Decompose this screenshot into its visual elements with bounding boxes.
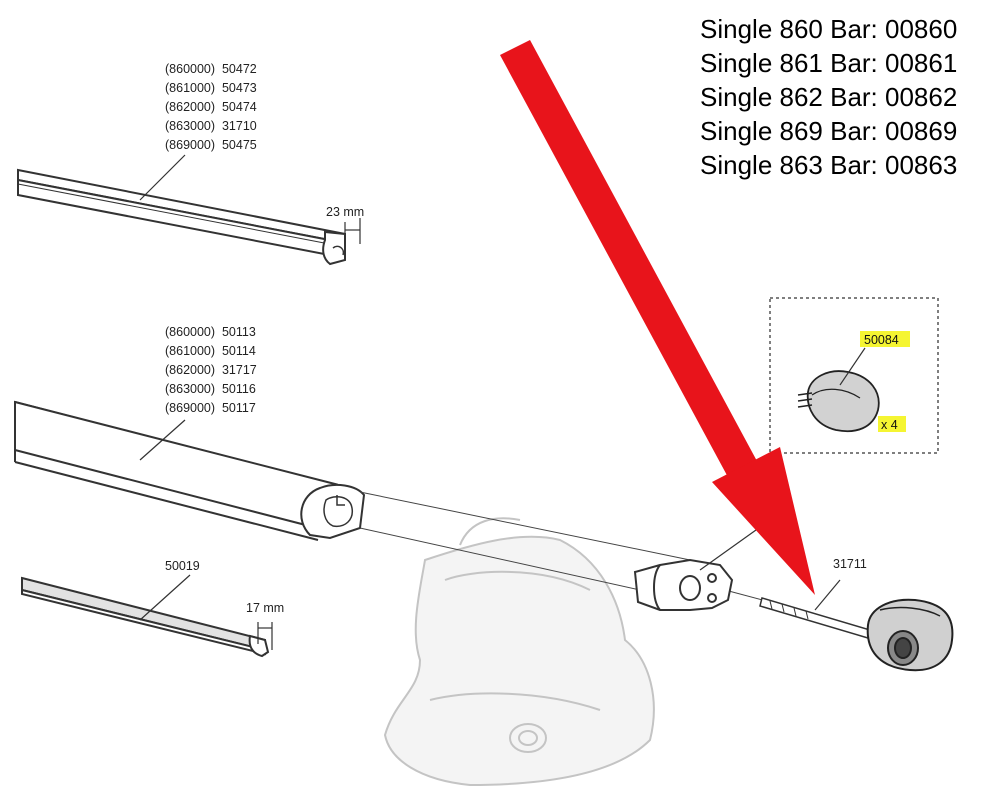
screw — [759, 597, 871, 639]
top-strip-codes: (860000) 50472 (861000) 50473 (862000) 5… — [165, 62, 257, 152]
kit-code-highlight — [860, 331, 910, 347]
main-bar-leader — [139, 419, 186, 461]
main-bar-codes: (860000) 50113 (861000) 50114 (862000) 3… — [165, 325, 257, 415]
small-end-cap — [797, 370, 880, 432]
bar-list-item: Single 863 Bar: 00863 — [700, 150, 957, 180]
part-code: (861000) 50114 — [165, 344, 256, 358]
kit-quantity: x 4 — [881, 418, 898, 432]
part-code: (862000) 31717 — [165, 363, 257, 377]
screw-code: 31711 — [833, 557, 867, 571]
part-code: (861000) 50473 — [165, 81, 257, 95]
top-strip-leader — [139, 154, 186, 201]
top-rubber-strip — [17, 168, 346, 266]
bar-list-item: Single 862 Bar: 00862 — [700, 82, 957, 112]
bar-end-insert — [633, 558, 734, 611]
kit-quantity-highlight — [878, 416, 906, 432]
bar-list-item: Single 869 Bar: 00869 — [700, 116, 957, 146]
part-code: (862000) 50474 — [165, 100, 257, 114]
bottom-strip-width-dimension — [257, 622, 273, 650]
part-code: (869000) 50117 — [165, 401, 256, 415]
bottom-strip-width-label: 17 mm — [246, 601, 284, 615]
part-code: (863000) 31710 — [165, 119, 257, 133]
part-code: (860000) 50472 — [165, 62, 257, 76]
top-strip-width-dimension — [344, 218, 361, 244]
bar-list-item: Single 860 Bar: 00860 — [700, 14, 957, 44]
kit-leader — [839, 347, 866, 386]
bar-list: Single 860 Bar: 00860 Single 861 Bar: 00… — [700, 14, 957, 180]
bottom-strip-code: 50019 — [165, 559, 200, 573]
screw-leader — [814, 579, 841, 611]
top-strip-width-label: 23 mm — [326, 205, 364, 219]
red-arrow — [500, 40, 815, 595]
bar-list-item: Single 861 Bar: 00861 — [700, 48, 957, 78]
main-load-bar — [14, 400, 366, 541]
bottom-strip-leader — [139, 574, 191, 621]
part-code: (863000) 50116 — [165, 382, 256, 396]
roof-rack-foot — [383, 517, 655, 787]
part-code: (869000) 50475 — [165, 138, 257, 152]
end-cap — [866, 598, 954, 672]
end-cap-kit-box — [769, 297, 939, 454]
bottom-rubber-strip — [21, 576, 270, 658]
part-code: (860000) 50113 — [165, 325, 256, 339]
kit-code: 50084 — [864, 333, 899, 347]
